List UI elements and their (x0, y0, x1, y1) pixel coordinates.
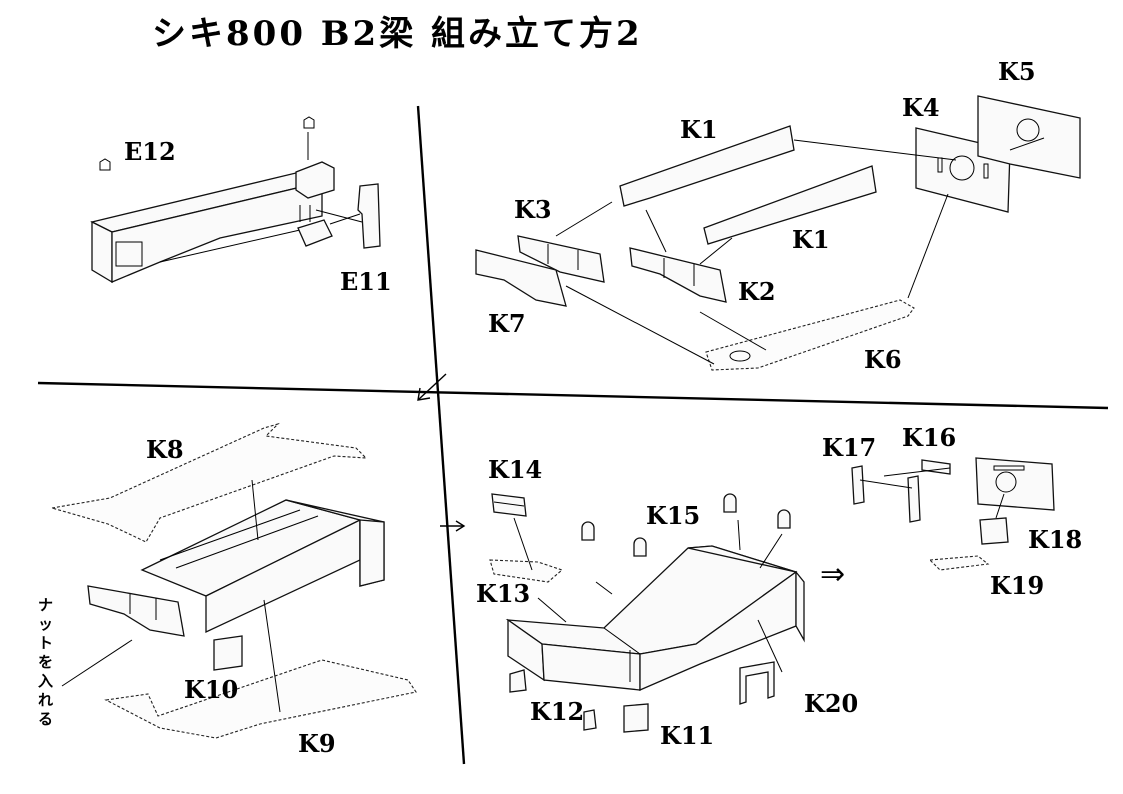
front-plate (87, 585, 185, 637)
page-title: シキ800 B2梁 組み立て方2 (152, 14, 643, 54)
k15-tab-2 (633, 537, 647, 557)
k14-shadow (489, 559, 564, 583)
label-k12: K12 (530, 697, 584, 726)
label-k6: K6 (864, 345, 902, 374)
label-k5: K5 (998, 57, 1036, 86)
label-k15: K15 (646, 501, 700, 530)
e12-part (90, 171, 324, 284)
horizontal-divider (37, 381, 1109, 410)
label-k1-lower: K1 (792, 225, 830, 254)
k17-part-left (851, 465, 865, 505)
k1-upper-part (619, 125, 795, 207)
note-char-3: ト (38, 634, 53, 652)
panel-dividers (37, 105, 1109, 765)
k20-part (739, 661, 775, 705)
e12-tab-left (99, 158, 111, 171)
e12-tab-top (303, 116, 315, 129)
label-k7: K7 (488, 309, 526, 338)
label-k1-upper: K1 (680, 115, 718, 144)
k11-part (623, 703, 649, 733)
vertical-divider (416, 105, 466, 765)
label-k8: K8 (146, 435, 184, 464)
label-k19: K19 (990, 571, 1044, 600)
label-k17: K17 (822, 433, 876, 462)
k14-part (491, 493, 527, 517)
k1-lower-part (703, 165, 877, 245)
k19-part (928, 555, 990, 571)
note-char-2: ッ (38, 615, 53, 633)
label-k20: K20 (804, 689, 858, 718)
k8-part (51, 422, 368, 543)
note-char-4: を (38, 653, 53, 671)
k17-part-right (907, 475, 921, 523)
vertical-note: ナ ッ ト を 入 れ る (38, 596, 53, 728)
label-k14: K14 (488, 455, 542, 484)
k16-part (921, 459, 951, 475)
panel-bottom-left: K8 K10 K9 ナ ッ ト を 入 れ る (38, 422, 417, 758)
k3-part (517, 235, 605, 283)
k2-part (629, 247, 727, 303)
e11-part (315, 183, 381, 249)
label-k4: K4 (902, 93, 940, 122)
panel-top-right: K1 K4 K5 K3 K1 K2 K7 K6 (475, 57, 1081, 374)
k9-part (104, 659, 417, 739)
k18-plate (975, 457, 1055, 511)
label-e11: E11 (340, 267, 392, 296)
label-k10: K10 (184, 675, 238, 704)
frame-box (140, 499, 385, 634)
k18-part (979, 517, 1009, 545)
e12-end-block (295, 161, 335, 247)
label-e12: E12 (124, 137, 176, 166)
k16-k19-group (851, 457, 1055, 571)
arrow-down-left-icon (417, 373, 447, 401)
k10-part (213, 635, 243, 671)
panel-bottom-right: K14 K15 K13 K12 K11 K20 ⇒ K17 K16 K18 K1… (476, 423, 1082, 750)
k15-tab-1 (581, 521, 595, 541)
note-char-6: れ (38, 691, 53, 709)
k15-tab-3 (723, 493, 737, 513)
label-k9: K9 (298, 729, 336, 758)
k7-part (475, 249, 567, 307)
label-k2: K2 (738, 277, 776, 306)
arrow-right-icon (440, 520, 466, 532)
label-k13: K13 (476, 579, 530, 608)
main-beam (505, 545, 805, 691)
label-k3: K3 (514, 195, 552, 224)
k-leader-lines (555, 137, 1045, 365)
label-k11: K11 (660, 721, 714, 750)
k12-part-b (583, 709, 597, 731)
double-arrow-right-icon: ⇒ (820, 557, 845, 592)
k12-part-a (509, 669, 527, 693)
note-char-5: 入 (38, 672, 53, 690)
panel-top-left: E12 E11 (90, 116, 392, 296)
label-k18: K18 (1028, 525, 1082, 554)
label-k16: K16 (902, 423, 956, 452)
k5-part (977, 95, 1081, 179)
note-char-1: ナ (38, 596, 53, 614)
note-char-7: る (38, 710, 53, 728)
k6-part (705, 299, 915, 371)
k15-tab-4 (777, 509, 791, 529)
